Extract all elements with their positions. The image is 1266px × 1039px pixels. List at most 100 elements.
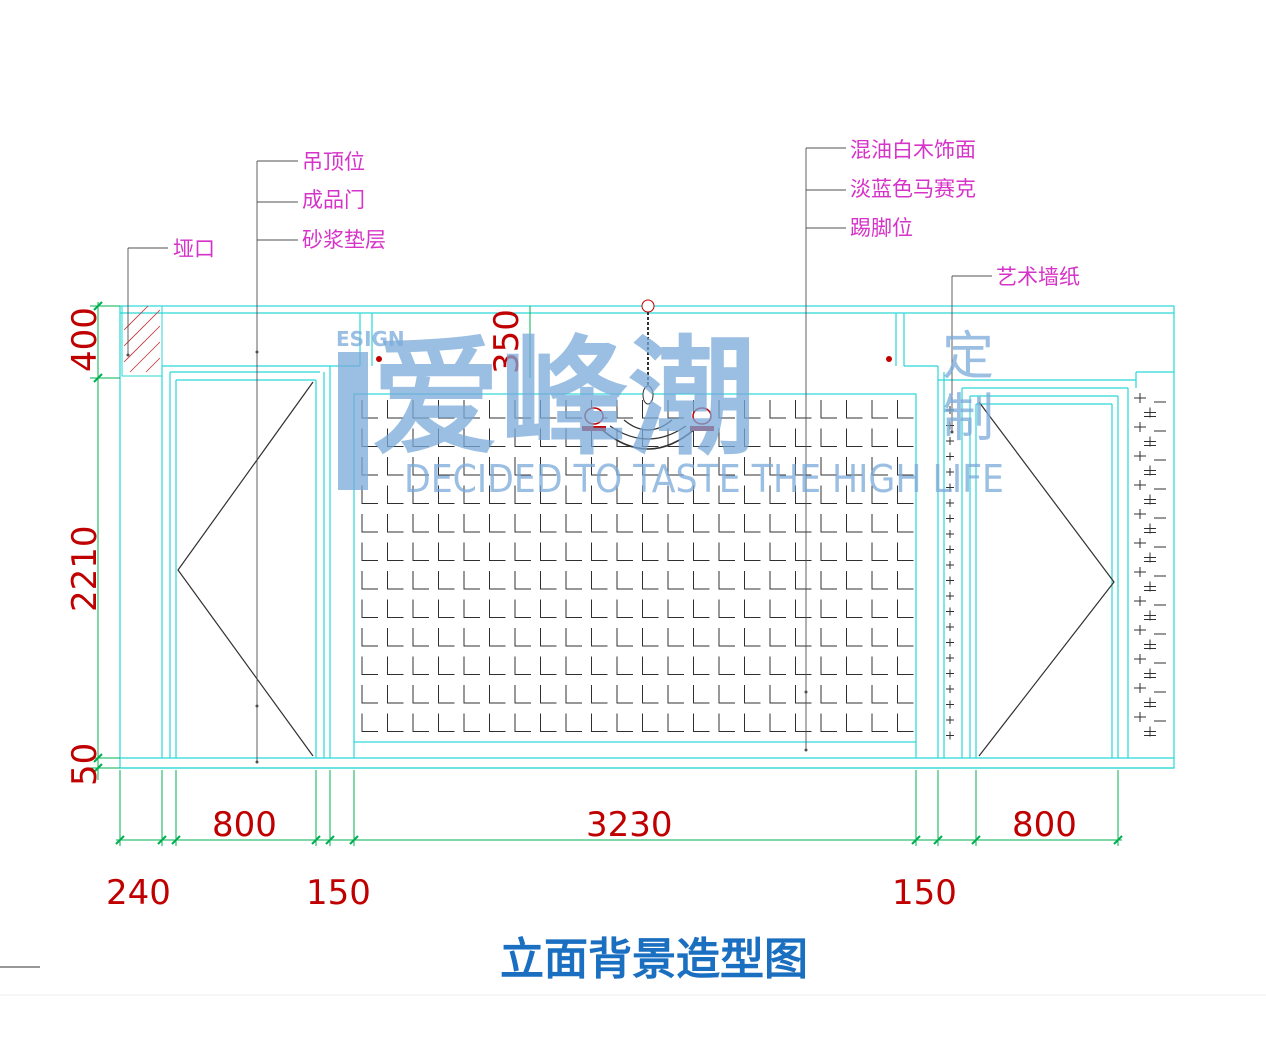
- mosaic-tile: [795, 685, 812, 704]
- mosaic-tile: [540, 599, 557, 618]
- mosaic-tile: [387, 599, 404, 618]
- mosaic-tile: [769, 542, 786, 561]
- watermark-small: ESIGN: [336, 327, 405, 351]
- dim-left-door-800: 800: [212, 805, 277, 845]
- strip-mark: [946, 468, 954, 476]
- mosaic-tile: [591, 428, 608, 447]
- dim-left-240: 240: [106, 873, 171, 913]
- mosaic-tile: [820, 571, 837, 590]
- mosaic-tile: [897, 599, 914, 618]
- mosaic-tile: [846, 571, 863, 590]
- mosaic-tile: [871, 485, 888, 504]
- mosaic-tile: [795, 599, 812, 618]
- mosaic-tile: [820, 542, 837, 561]
- mosaic-tile: [897, 656, 914, 675]
- watermark-slogan: DECIDED TO TASTE THE HIGH LIFE: [404, 457, 1004, 501]
- mosaic-tile: [565, 514, 582, 533]
- mosaic-tile: [795, 571, 812, 590]
- mosaic-tile: [718, 542, 735, 561]
- mosaic-tile: [820, 628, 837, 647]
- mosaic-tile: [897, 514, 914, 533]
- strip-mark: [946, 437, 954, 445]
- mosaic-tile: [693, 457, 710, 476]
- mosaic-tile: [540, 514, 557, 533]
- mosaic-tile: [616, 713, 633, 732]
- mosaic-tile: [591, 457, 608, 476]
- mosaic-tile: [769, 571, 786, 590]
- mosaic-tile: [616, 514, 633, 533]
- strip-mark: [1144, 494, 1156, 505]
- strip-mark: [1144, 668, 1156, 679]
- mosaic-tile: [871, 428, 888, 447]
- mosaic-tile: [769, 514, 786, 533]
- mosaic-tile: [769, 457, 786, 476]
- mosaic-tile: [438, 400, 455, 419]
- mosaic-tile: [591, 514, 608, 533]
- mosaic-tile: [540, 713, 557, 732]
- mosaic-tile: [489, 713, 506, 732]
- strip-mark: [1144, 726, 1156, 737]
- mosaic-tile: [565, 628, 582, 647]
- mosaic-tile: [412, 628, 429, 647]
- mosaic-tile: [642, 514, 659, 533]
- mosaic-tile: [820, 713, 837, 732]
- mosaic-tile: [871, 713, 888, 732]
- mosaic-tile: [361, 542, 378, 561]
- mosaic-tile: [744, 428, 761, 447]
- mosaic-tile: [871, 400, 888, 419]
- mosaic-tile: [642, 457, 659, 476]
- watermark-suffix-top: 定: [942, 327, 994, 387]
- mosaic-tile: [846, 599, 863, 618]
- mosaic-tile: [718, 685, 735, 704]
- strip-mark: [1144, 552, 1156, 563]
- mosaic-tile: [871, 656, 888, 675]
- strip-mark: [946, 406, 954, 414]
- mosaic-tile: [438, 485, 455, 504]
- mosaic-tile: [540, 457, 557, 476]
- mosaic-tile: [463, 628, 480, 647]
- strip-mark: [1144, 523, 1156, 534]
- mosaic-tile: [387, 400, 404, 419]
- mosaic-tile: [438, 685, 455, 704]
- mosaic-tile: [463, 571, 480, 590]
- mosaic-tile: [693, 514, 710, 533]
- strip-mark: [1144, 581, 1156, 592]
- mosaic-tile: [667, 685, 684, 704]
- strip-mark: [1144, 465, 1156, 476]
- dim-inner-350: 350: [487, 309, 527, 374]
- mosaic-tile: [642, 428, 659, 447]
- mosaic-tile: [769, 485, 786, 504]
- mosaic-tile: [769, 400, 786, 419]
- mosaic-tile: [387, 656, 404, 675]
- mosaic-tile: [565, 428, 582, 447]
- mosaic-tile: [820, 514, 837, 533]
- mosaic-tile: [667, 485, 684, 504]
- mosaic-tile: [718, 656, 735, 675]
- mosaic-tile: [693, 428, 710, 447]
- mosaic-tile: [897, 400, 914, 419]
- mosaic-tile: [565, 485, 582, 504]
- mosaic-tile: [897, 571, 914, 590]
- strip-mark: [1134, 654, 1166, 664]
- mosaic-tile: [693, 485, 710, 504]
- mosaic-tile: [412, 514, 429, 533]
- mosaic-tile: [667, 656, 684, 675]
- mosaic-tile: [489, 571, 506, 590]
- mosaic-tile: [769, 628, 786, 647]
- wallpaper-strip: [946, 406, 954, 740]
- mosaic-tile: [540, 571, 557, 590]
- mosaic-tile: [667, 428, 684, 447]
- mosaic-tile: [871, 514, 888, 533]
- mosaic-tile: [591, 628, 608, 647]
- mosaic-tile: [591, 542, 608, 561]
- mosaic-tile: [693, 599, 710, 618]
- strip-mark: [946, 530, 954, 538]
- mosaic-tile: [387, 457, 404, 476]
- strip-mark: [946, 514, 954, 523]
- mosaic-tile: [514, 514, 531, 533]
- dimension-lines: [90, 302, 1122, 846]
- mosaic-tile: [718, 713, 735, 732]
- mosaic-tile: [718, 457, 735, 476]
- mosaic-tile: [871, 571, 888, 590]
